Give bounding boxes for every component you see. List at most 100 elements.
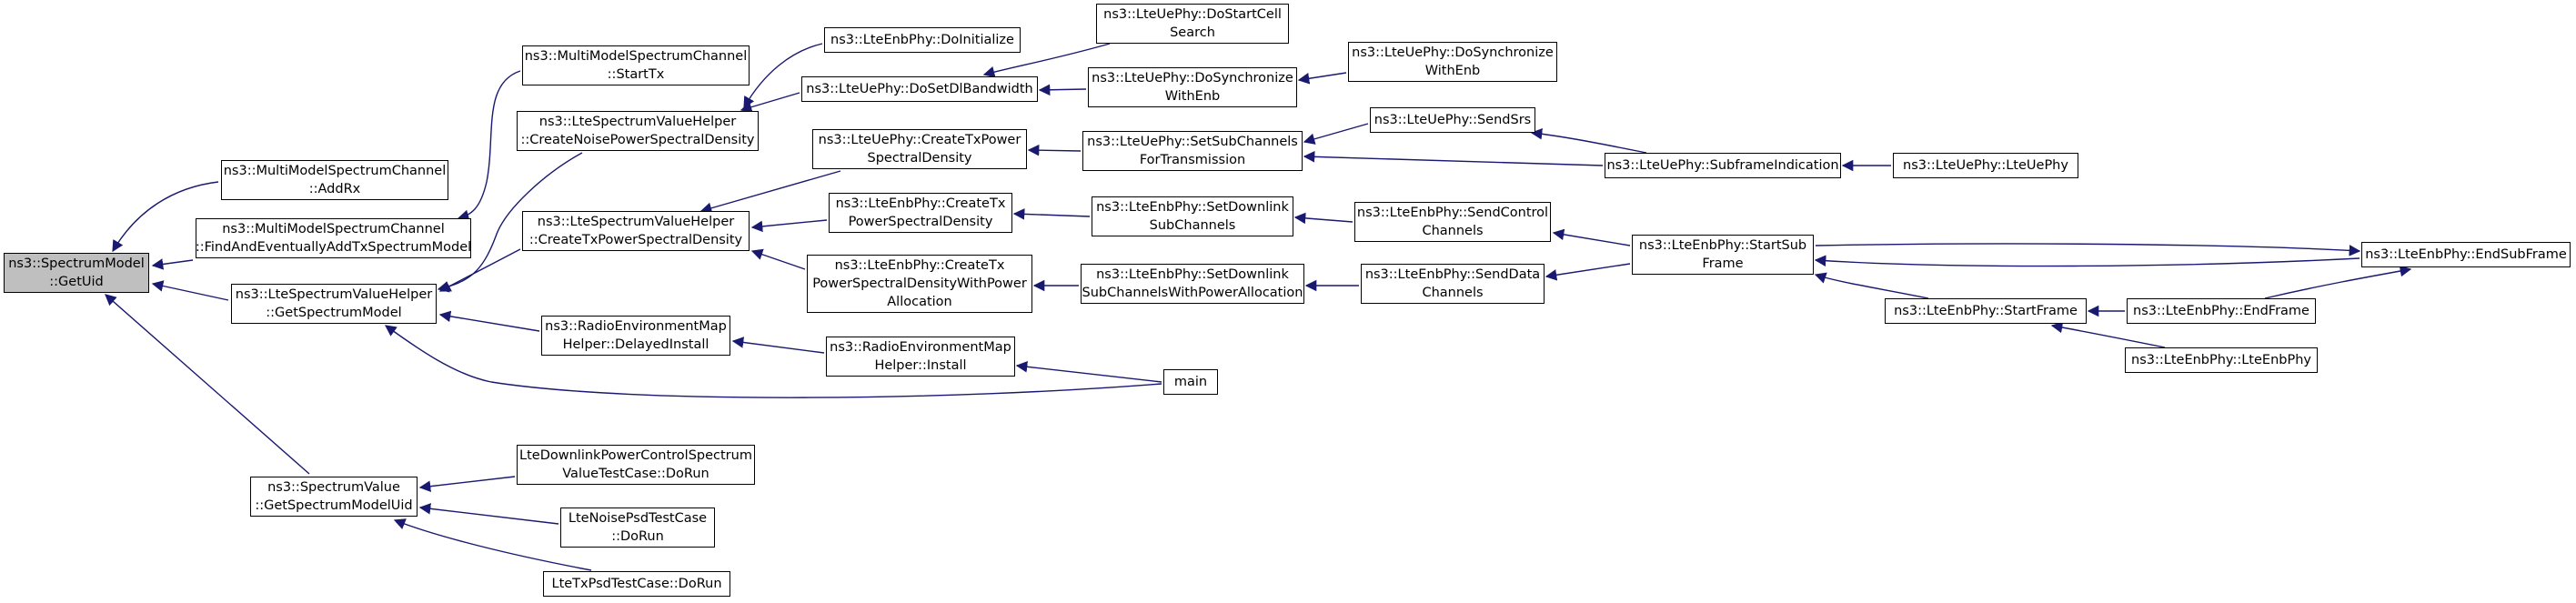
node-enbphy-sendcontrolchannels-line-1: ns3::LteEnbPhy::SendControl: [1356, 206, 1549, 220]
node-lte-downlink-power-control-dorun-line-1: LteDownlinkPowerControlSpectrum: [519, 448, 752, 463]
node-spectrumvalue-getspectrummodeluid-line-1: ns3::SpectrumValue: [267, 480, 400, 495]
node-uephy-dosynchronizewithenb-a[interactable]: ns3::LteUePhy::DoSynchronize WithEnb: [1088, 67, 1297, 107]
node-enbphy-sendcontrolchannels[interactable]: ns3::LteEnbPhy::SendControl Channels: [1354, 202, 1551, 242]
node-svh-createnoisepowerspectraldensity[interactable]: ns3::LteSpectrumValueHelper ::CreateNois…: [517, 111, 759, 151]
edge-enbcreatetx-to-txpsd: [750, 219, 828, 233]
node-uephy-setsubchannelsfortransmission[interactable]: ns3::LteUePhy::SetSubChannels ForTransmi…: [1082, 131, 1303, 171]
node-uephy-dosetdlbandwidth[interactable]: ns3::LteUePhy::DoSetDlBandwidth: [801, 76, 1038, 102]
edge-setsub-to-uecreatetx: [1027, 144, 1082, 156]
node-mmsc-addrx[interactable]: ns3::MultiModelSpectrumChannel ::AddRx: [221, 160, 448, 200]
node-spectrumvalue-getspectrummodeluid[interactable]: ns3::SpectrumValue ::GetSpectrumModelUid: [250, 477, 418, 517]
node-enbphy-createtxpowerspectraldensity-line-2: PowerSpectralDensity: [848, 215, 993, 229]
node-rem-install[interactable]: ns3::RadioEnvironmentMap Helper::Install: [826, 337, 1015, 377]
node-uephy-setsubchannelsfortransmission-line-1: ns3::LteUePhy::SetSubChannels: [1087, 135, 1298, 149]
node-uephy-sendsrs[interactable]: ns3::LteUePhy::SendSrs: [1370, 107, 1535, 133]
node-enbphy-sendcontrolchannels-line-2: Channels: [1422, 224, 1484, 238]
node-lte-noisepsd-dorun[interactable]: LteNoisePsdTestCase ::DoRun: [560, 508, 715, 548]
node-mmsc-findandeventuallyadd-line-2: ::FindAndEventuallyAddTxSpectrumModel: [195, 240, 472, 255]
edge-setdlsub-to-enbcreatetx: [1012, 208, 1091, 220]
node-enbphy-endframe[interactable]: ns3::LteEnbPhy::EndFrame: [2127, 298, 2316, 324]
node-uephy-dostartcellsearch[interactable]: ns3::LteUePhy::DoStartCell Search: [1096, 4, 1289, 44]
edge-getspectrummodeluid-to-getuid: [105, 294, 310, 475]
edge-subframeind-to-sendsrs: [1530, 127, 1647, 154]
node-mmsc-starttx[interactable]: ns3::MultiModelSpectrumChannel ::StartTx: [522, 45, 750, 85]
node-uephy-dosetdlbandwidth-line-1: ns3::LteUePhy::DoSetDlBandwidth: [806, 82, 1033, 96]
node-enbphy-setdownlinksubchannels-line-2: SubChannels: [1149, 218, 1236, 233]
edge-dostartcell-to-dosetdl: [982, 43, 1111, 78]
node-mmsc-addrx-line-2: ::AddRx: [308, 182, 361, 196]
node-spectrummodel-getuid-line-1: ns3::SpectrumModel: [8, 256, 145, 271]
node-lte-downlink-power-control-dorun-line-2: ValueTestCase::DoRun: [562, 467, 709, 481]
node-mmsc-starttx-line-1: ns3::MultiModelSpectrumChannel: [524, 49, 748, 64]
node-uephy-setsubchannelsfortransmission-line-2: ForTransmission: [1139, 153, 1246, 167]
edge-dosetdl-to-noise: [740, 92, 800, 113]
node-lte-txpsd-dorun[interactable]: LteTxPsdTestCase::DoRun: [543, 571, 730, 597]
node-enbphy-doinitialize[interactable]: ns3::LteEnbPhy::DoInitialize: [824, 27, 1021, 53]
node-enbphy-setdownlinksubchannelswithpowerallocation-line-2: SubChannelsWithPowerAllocation: [1082, 286, 1303, 300]
node-uephy-dostartcellsearch-line-2: Search: [1170, 25, 1215, 40]
node-enbphy-senddatachannels-line-2: Channels: [1422, 286, 1484, 300]
node-lte-downlink-power-control-dorun[interactable]: LteDownlinkPowerControlSpectrum ValueTes…: [517, 445, 755, 485]
node-enbphy-startframe-line-1: ns3::LteEnbPhy::StartFrame: [1894, 304, 2078, 318]
node-enbphy-createtxpowerspectraldensity-line-1: ns3::LteEnbPhy::CreateTx: [835, 196, 1006, 211]
node-uephy-sendsrs-line-1: ns3::LteUePhy::SendSrs: [1374, 113, 1532, 127]
node-enbphy-setdownlinksubchannels[interactable]: ns3::LteEnbPhy::SetDownlink SubChannels: [1092, 196, 1293, 236]
node-svh-createnoisepowerspectraldensity-line-1: ns3::LteSpectrumValueHelper: [538, 115, 737, 129]
node-uephy-createtxpowerspectraldensity[interactable]: ns3::LteUePhy::CreateTxPower SpectralDen…: [812, 129, 1027, 169]
node-lte-txpsd-dorun-line-1: LteTxPsdTestCase::DoRun: [551, 577, 722, 591]
node-mmsc-findandeventuallyadd[interactable]: ns3::MultiModelSpectrumChannel ::FindAnd…: [196, 218, 471, 258]
node-enbphy-createtxpsd-withpowerallocation-line-3: Allocation: [887, 295, 952, 309]
node-enbphy-startsubframe[interactable]: ns3::LteEnbPhy::StartSub Frame: [1632, 235, 1814, 275]
node-rem-delayedinstall[interactable]: ns3::RadioEnvironmentMap Helper::Delayed…: [541, 316, 730, 356]
node-enbphy-setdownlinksubchannelswithpowerallocation-line-1: ns3::LteEnbPhy::SetDownlink: [1096, 267, 1289, 282]
node-enbphy-endsubframe[interactable]: ns3::LteEnbPhy::EndSubFrame: [2361, 242, 2571, 267]
edge-endsub-to-startsub-upper: [1815, 243, 2361, 256]
node-enbphy-createtxpowerspectraldensity[interactable]: ns3::LteEnbPhy::CreateTx PowerSpectralDe…: [829, 193, 1012, 233]
node-svh-getspectrummodel-line-2: ::GetSpectrumModel: [266, 306, 402, 320]
node-uephy-createtxpowerspectraldensity-line-2: SpectralDensity: [867, 151, 972, 166]
node-uephy-dosynchronizewithenb-b-line-2: WithEnb: [1424, 64, 1481, 78]
node-uephy-subframeindication-line-1: ns3::LteUePhy::SubframeIndication: [1606, 158, 1839, 173]
node-svh-createtxpowerspectraldensity[interactable]: ns3::LteSpectrumValueHelper ::CreateTxPo…: [522, 211, 750, 251]
node-uephy-constructor-line-1: ns3::LteUePhy::LteUePhy: [1903, 158, 2068, 173]
node-svh-getspectrummodel-line-1: ns3::LteSpectrumValueHelper: [235, 287, 433, 302]
edge-starttx-to-find: [457, 70, 521, 221]
edge-startframe-to-startsub: [1814, 272, 1929, 299]
node-mmsc-addrx-line-1: ns3::MultiModelSpectrumChannel: [223, 164, 447, 178]
node-spectrummodel-getuid: ns3::SpectrumModel ::GetUid: [4, 253, 149, 293]
edge-main-to-reminstall: [1015, 361, 1162, 383]
node-spectrummodel-getuid-line-2: ::GetUid: [49, 275, 104, 289]
edge-txpsd-to-getspectrummodel: [438, 248, 521, 292]
node-uephy-dostartcellsearch-line-1: ns3::LteUePhy::DoStartCell: [1103, 7, 1282, 22]
node-uephy-constructor[interactable]: ns3::LteUePhy::LteUePhy: [1893, 153, 2078, 178]
node-enbphy-startframe[interactable]: ns3::LteEnbPhy::StartFrame: [1885, 298, 2087, 324]
node-svh-createnoisepowerspectraldensity-line-2: ::CreateNoisePowerSpectralDensity: [520, 133, 755, 147]
node-enbphy-constructor[interactable]: ns3::LteEnbPhy::LteEnbPhy: [2125, 347, 2318, 373]
edge-startsub-to-senddata: [1545, 263, 1631, 281]
node-rem-delayedinstall-line-2: Helper::DelayedInstall: [562, 337, 709, 352]
edge-subframeind-to-setsub: [1303, 151, 1604, 166]
node-svh-createtxpowerspectraldensity-line-2: ::CreateTxPowerSpectralDensity: [528, 233, 743, 247]
edge-getspectrummodel-to-getuid: [151, 280, 229, 301]
node-enbphy-setdownlinksubchannelswithpowerallocation[interactable]: ns3::LteEnbPhy::SetDownlink SubChannelsW…: [1081, 264, 1304, 304]
node-enbphy-senddatachannels[interactable]: ns3::LteEnbPhy::SendData Channels: [1361, 264, 1545, 304]
edge-uecreatetx-to-txpsd: [699, 170, 841, 214]
node-mmsc-starttx-line-2: ::StartTx: [607, 67, 665, 82]
node-enbphy-setdownlinksubchannels-line-1: ns3::LteEnbPhy::SetDownlink: [1096, 200, 1289, 215]
edge-noisepsd-to-getspectrummodeluid: [418, 503, 559, 525]
edge-addrx-to-getuid: [112, 181, 219, 253]
node-main[interactable]: main: [1163, 369, 1218, 395]
node-svh-getspectrummodel[interactable]: ns3::LteSpectrumValueHelper ::GetSpectru…: [231, 284, 437, 324]
node-svh-createtxpowerspectraldensity-line-1: ns3::LteSpectrumValueHelper: [537, 215, 735, 229]
node-mmsc-findandeventuallyadd-line-1: ns3::MultiModelSpectrumChannel: [222, 222, 445, 236]
edge-find-to-getuid: [151, 258, 194, 270]
edge-endframe-to-endsub: [2264, 265, 2412, 299]
edge-sendctrl-to-setdlsub: [1293, 212, 1353, 225]
node-uephy-dosynchronizewithenb-a-line-2: WithEnb: [1164, 89, 1221, 104]
node-enbphy-createtxpsd-withpowerallocation[interactable]: ns3::LteEnbPhy::CreateTx PowerSpectralDe…: [807, 255, 1032, 313]
node-uephy-subframeindication[interactable]: ns3::LteUePhy::SubframeIndication: [1605, 153, 1841, 178]
node-spectrumvalue-getspectrummodeluid-line-2: ::GetSpectrumModelUid: [255, 498, 413, 513]
edge-enbcreatetxwpa-to-txpsd: [750, 248, 806, 270]
node-uephy-dosynchronizewithenb-b[interactable]: ns3::LteUePhy::DoSynchronize WithEnb: [1348, 42, 1557, 82]
